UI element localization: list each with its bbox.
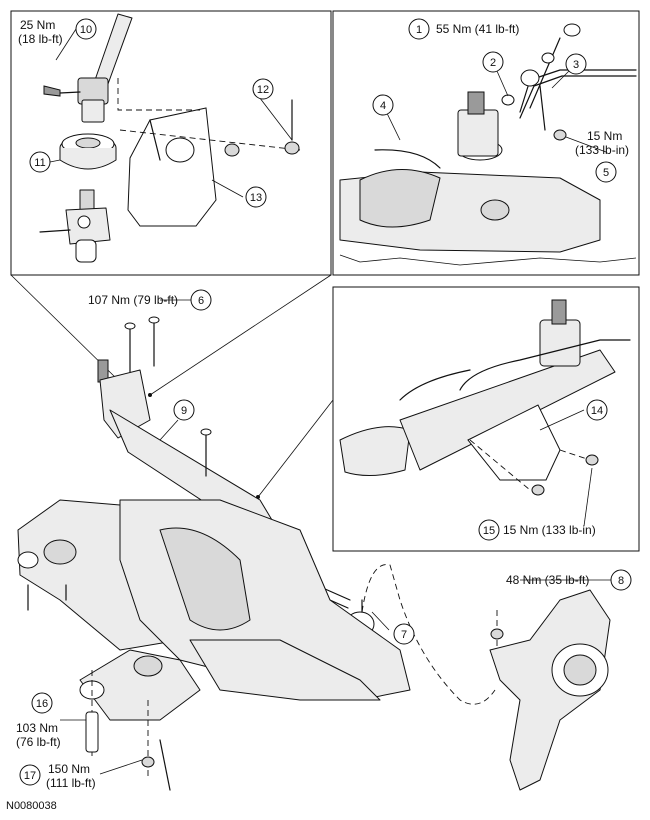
torque-spec: (111 lb-ft) xyxy=(46,776,96,790)
torque-spec: 25 Nm xyxy=(20,18,55,32)
callout-number: 3 xyxy=(573,59,579,71)
torque-spec: (76 lb-ft) xyxy=(16,735,61,749)
torque-spec: (18 lb-ft) xyxy=(18,32,63,46)
leader-dot xyxy=(148,393,152,397)
inset-leader xyxy=(149,274,332,396)
callout-12: 12 xyxy=(252,78,274,100)
callout-number: 17 xyxy=(24,770,36,782)
callout-1: 1 55 Nm (41 lb-ft) xyxy=(408,18,519,40)
steering-gear-with-shield xyxy=(339,299,631,496)
steering-knuckle xyxy=(489,589,611,791)
callout-10: 25 Nm (18 lb-ft) 10 xyxy=(18,18,97,46)
callout-number: 4 xyxy=(380,100,386,112)
torque-spec: 15 Nm (133 lb-in) xyxy=(503,523,596,537)
callout-number: 9 xyxy=(181,405,187,417)
callout-14: 14 xyxy=(586,399,608,421)
bracket-bolt xyxy=(553,129,567,141)
torque-spec: 107 Nm (79 lb-ft) xyxy=(88,293,178,307)
callout-8: 48 Nm (35 lb-ft) 8 xyxy=(506,569,632,591)
callout-number: 1 xyxy=(416,24,422,36)
callout-number: 5 xyxy=(603,167,609,179)
tie-rod-route-dashed xyxy=(361,564,496,705)
callout-number: 11 xyxy=(34,157,45,169)
torque-spec: 15 Nm xyxy=(587,129,622,143)
torque-spec: (133 lb-in) xyxy=(575,143,629,157)
callout-7: 7 xyxy=(393,623,415,645)
callout-11: 11 xyxy=(29,151,51,173)
callout-number: 7 xyxy=(401,629,407,641)
bearing-ring xyxy=(59,133,117,170)
intermediate-shaft-assembly xyxy=(43,13,133,123)
callout-2: 2 xyxy=(482,51,504,73)
callout-number: 12 xyxy=(257,84,269,96)
torque-spec: 55 Nm (41 lb-ft) xyxy=(436,22,519,36)
steering-gear-valve-small xyxy=(39,189,111,263)
torque-spec: 150 Nm xyxy=(48,762,90,776)
callout-number: 6 xyxy=(198,295,204,307)
front-subframe xyxy=(17,499,411,721)
callout-9: 9 xyxy=(173,399,195,421)
callout-number: 10 xyxy=(80,24,92,36)
callout-number: 13 xyxy=(250,192,262,204)
callout-6: 107 Nm (79 lb-ft) 6 xyxy=(88,289,212,311)
steering-gear-housing xyxy=(339,91,637,266)
callout-number: 16 xyxy=(36,698,48,710)
pressure-lines xyxy=(374,69,637,169)
callout-number: 2 xyxy=(490,57,496,69)
torque-spec: 48 Nm (35 lb-ft) xyxy=(506,573,589,587)
callout-17: 17 150 Nm (111 lb-ft) xyxy=(19,762,96,790)
callout-4: 4 xyxy=(372,94,394,116)
callout-15: 15 15 Nm (133 lb-in) xyxy=(478,519,596,541)
heat-shield xyxy=(117,78,217,227)
subframe-bolts xyxy=(27,584,171,791)
callout-number: 15 xyxy=(483,525,495,537)
figure-id: N0080038 xyxy=(6,800,57,812)
banjo-bolt-and-washers xyxy=(501,23,581,109)
callout-16: 16 103 Nm (76 lb-ft) xyxy=(16,692,61,749)
torque-spec: 103 Nm xyxy=(16,721,58,735)
callout-3: 3 xyxy=(565,53,587,75)
gear-mounting-bolts xyxy=(124,316,212,477)
shield-nuts xyxy=(119,99,301,157)
callout-number: 14 xyxy=(591,405,603,417)
callout-5: 15 Nm (133 lb-in) 5 xyxy=(575,129,629,183)
callout-number: 8 xyxy=(618,575,624,587)
inset-leader xyxy=(257,399,334,498)
callout-13: 13 xyxy=(245,186,267,208)
